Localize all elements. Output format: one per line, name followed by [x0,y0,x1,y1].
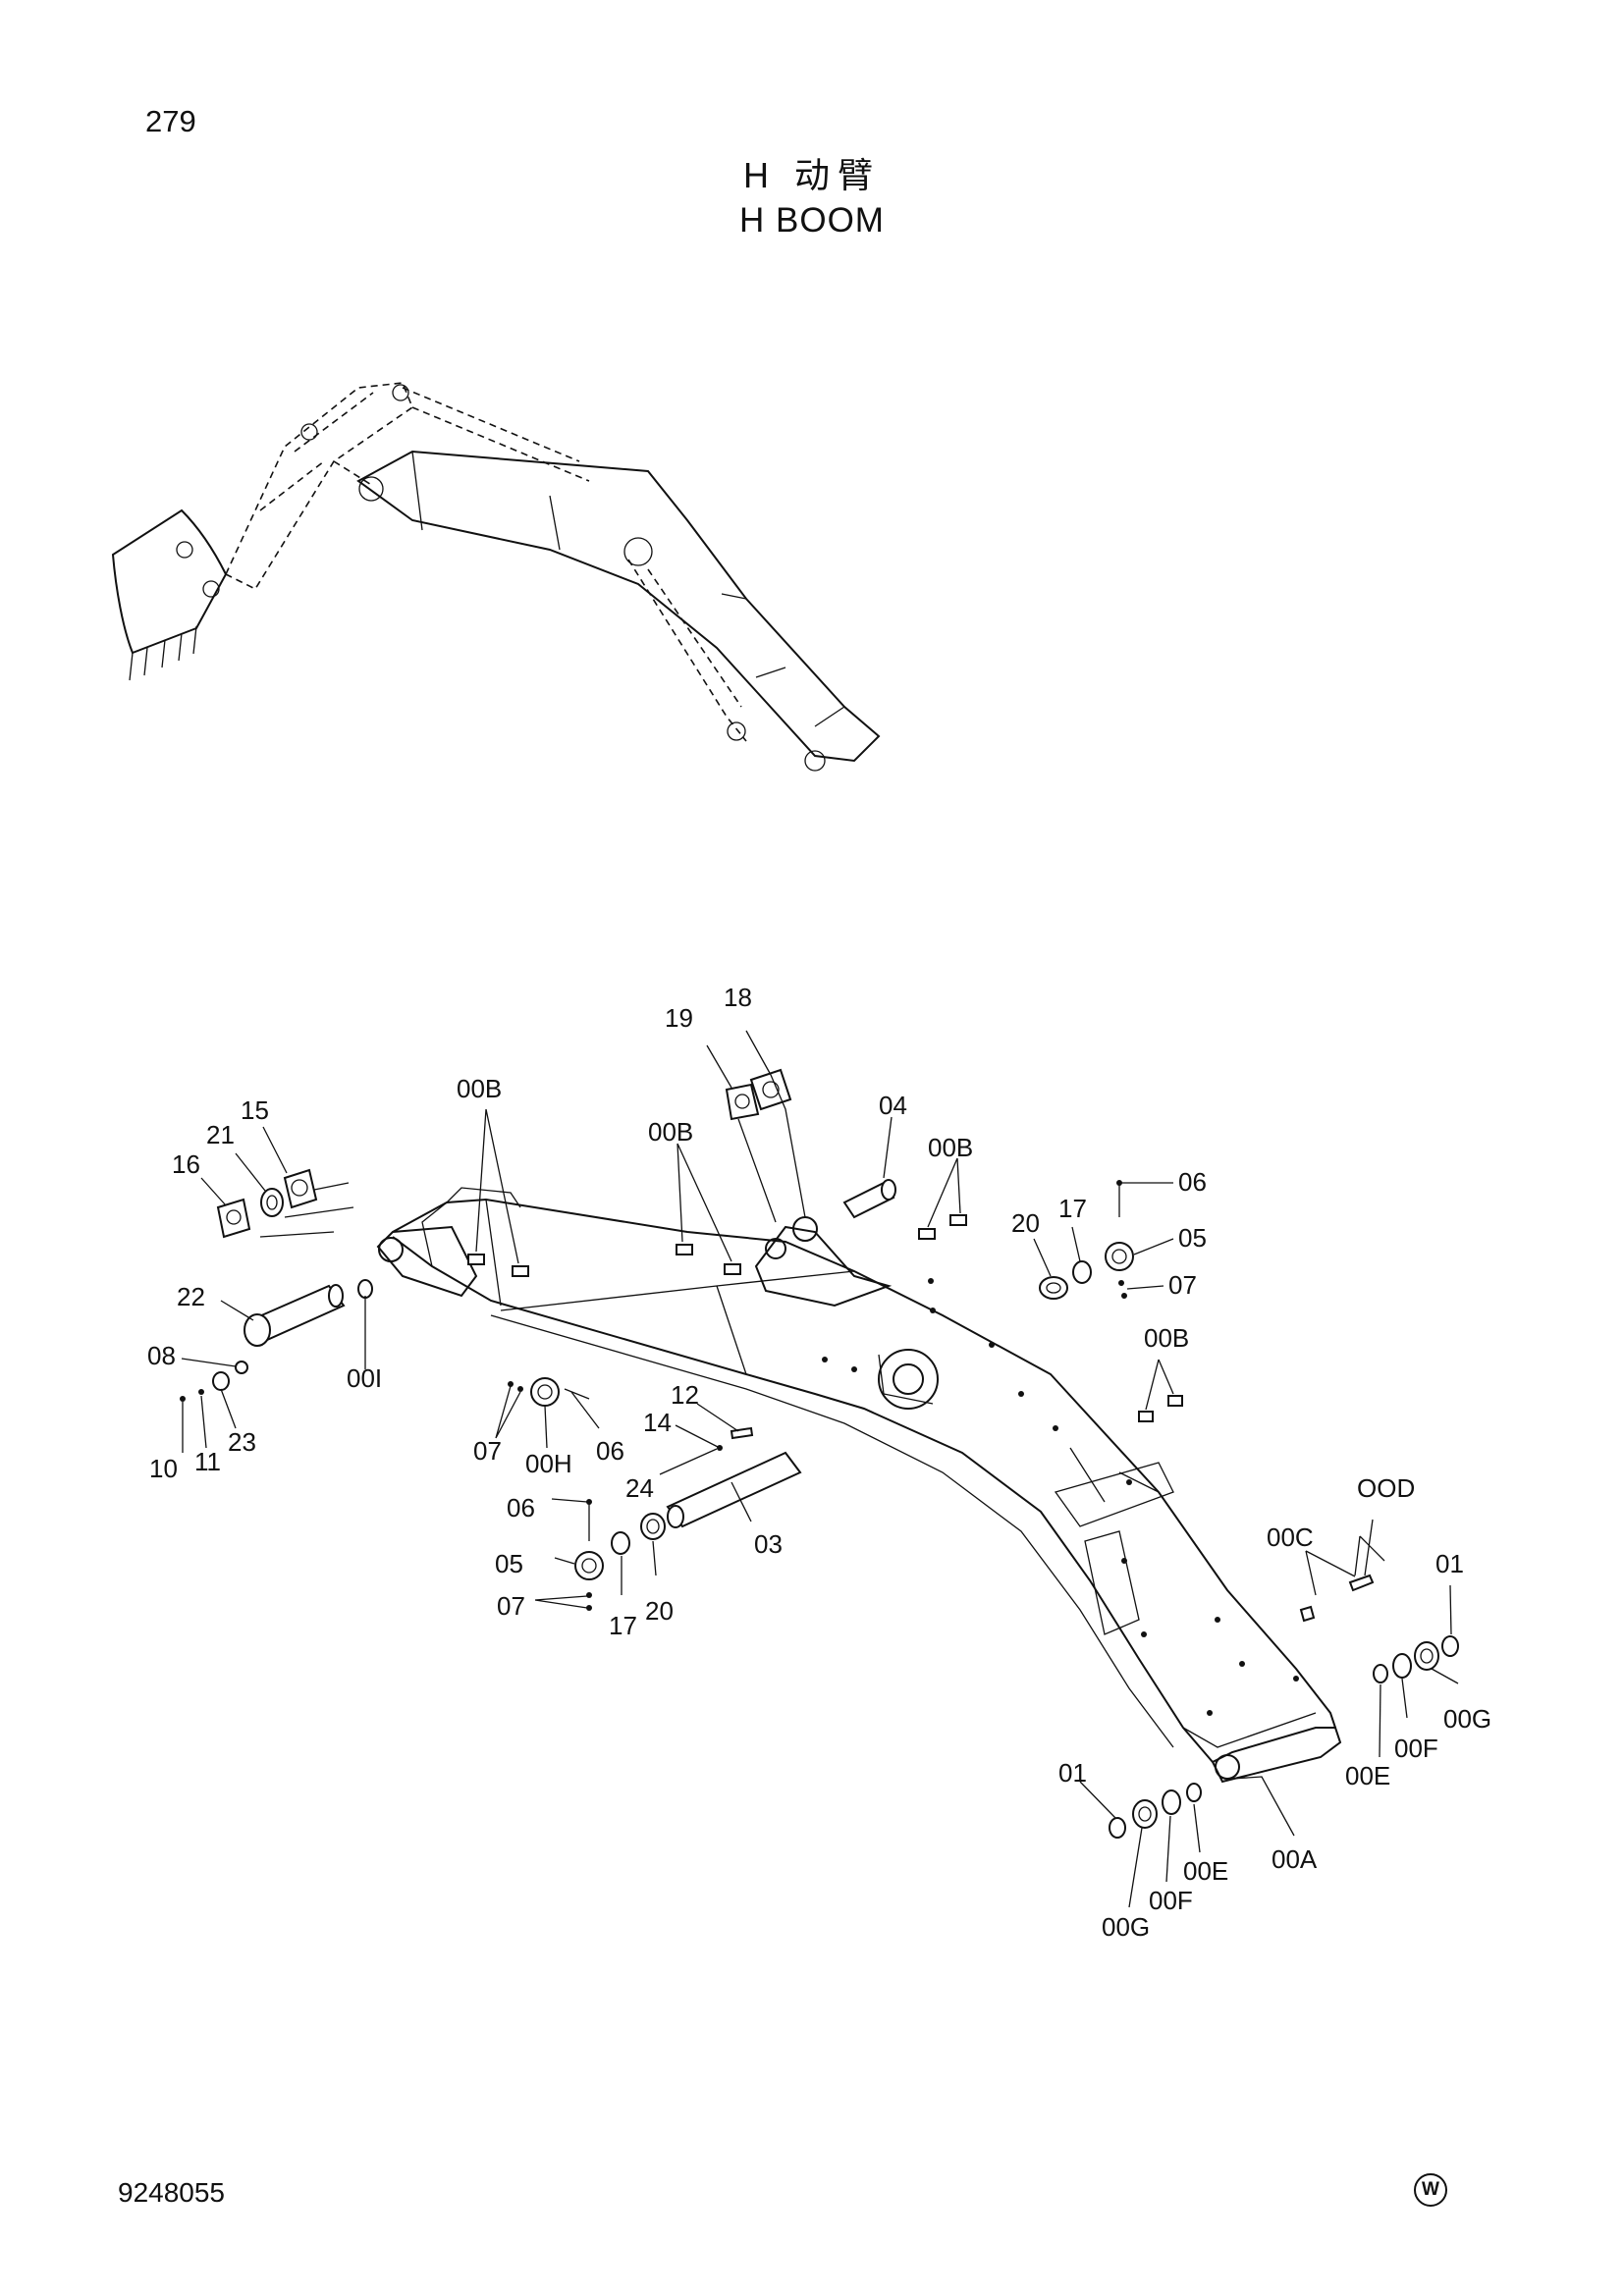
callout-04: 04 [879,1091,907,1120]
callout-20-upper: 20 [1011,1208,1040,1238]
callout-00F-left: 00F [1149,1886,1193,1915]
callout-07-lower: 07 [497,1591,525,1621]
callout-20-lower: 20 [645,1596,674,1626]
callout-00A: 00A [1272,1844,1318,1874]
callout-24: 24 [625,1473,654,1503]
leader-lines [181,1030,1459,1908]
callout-00C: 00C [1267,1522,1314,1552]
page-number: 279 [145,104,196,138]
callout-00G-right: 00G [1443,1704,1491,1734]
callout-17-upper: 17 [1058,1194,1087,1223]
callout-06-lower: 06 [507,1493,535,1522]
callout-16: 16 [172,1149,200,1179]
callout-00D: OOD [1357,1473,1415,1503]
callout-00B-3: 00B [928,1133,973,1162]
callout-14: 14 [643,1408,672,1437]
callout-00E-right: 00E [1345,1761,1390,1790]
callout-03: 03 [754,1529,783,1559]
callout-10: 10 [149,1454,178,1483]
callout-00I: 00I [347,1363,382,1393]
callout-00B-4: 00B [1144,1323,1189,1353]
callout-12: 12 [671,1380,699,1410]
callout-07-middle: 07 [473,1436,502,1466]
callout-11: 11 [194,1447,221,1476]
title-english: H BOOM [739,201,885,240]
callout-06-middle: 06 [596,1436,624,1466]
callout-05-upper: 05 [1178,1223,1207,1253]
title-chinese: H 动臂 [742,155,881,195]
callout-18: 18 [724,983,752,1012]
overview-illustration [111,382,881,772]
callout-00G-left: 00G [1102,1912,1150,1942]
callout-05-lower: 05 [495,1549,523,1578]
callout-00H: 00H [525,1449,572,1478]
callout-07-upper: 07 [1168,1270,1197,1300]
callout-06-upper: 06 [1178,1167,1207,1197]
callout-00B-2: 00B [648,1117,693,1147]
callout-08: 08 [147,1341,176,1370]
callout-21: 21 [206,1120,235,1149]
callout-labels: 18 19 15 21 16 00B 00B 00B 00B 04 17 06 … [147,983,1491,1942]
callout-22: 22 [177,1282,205,1311]
callout-00E-left: 00E [1183,1856,1228,1886]
callout-17-lower: 17 [609,1611,637,1640]
w-mark-icon: W [1414,2173,1447,2207]
document-number: 9248055 [118,2177,226,2208]
boom-assembly [376,1187,1342,1784]
callout-15: 15 [241,1095,269,1125]
callout-01-right: 01 [1435,1549,1464,1578]
callout-01-left: 01 [1058,1758,1087,1788]
loose-parts [180,1068,1459,1839]
callout-00B-1: 00B [457,1074,502,1103]
callout-00F-right: 00F [1394,1734,1438,1763]
callout-19: 19 [665,1003,693,1033]
callout-23: 23 [228,1427,256,1457]
